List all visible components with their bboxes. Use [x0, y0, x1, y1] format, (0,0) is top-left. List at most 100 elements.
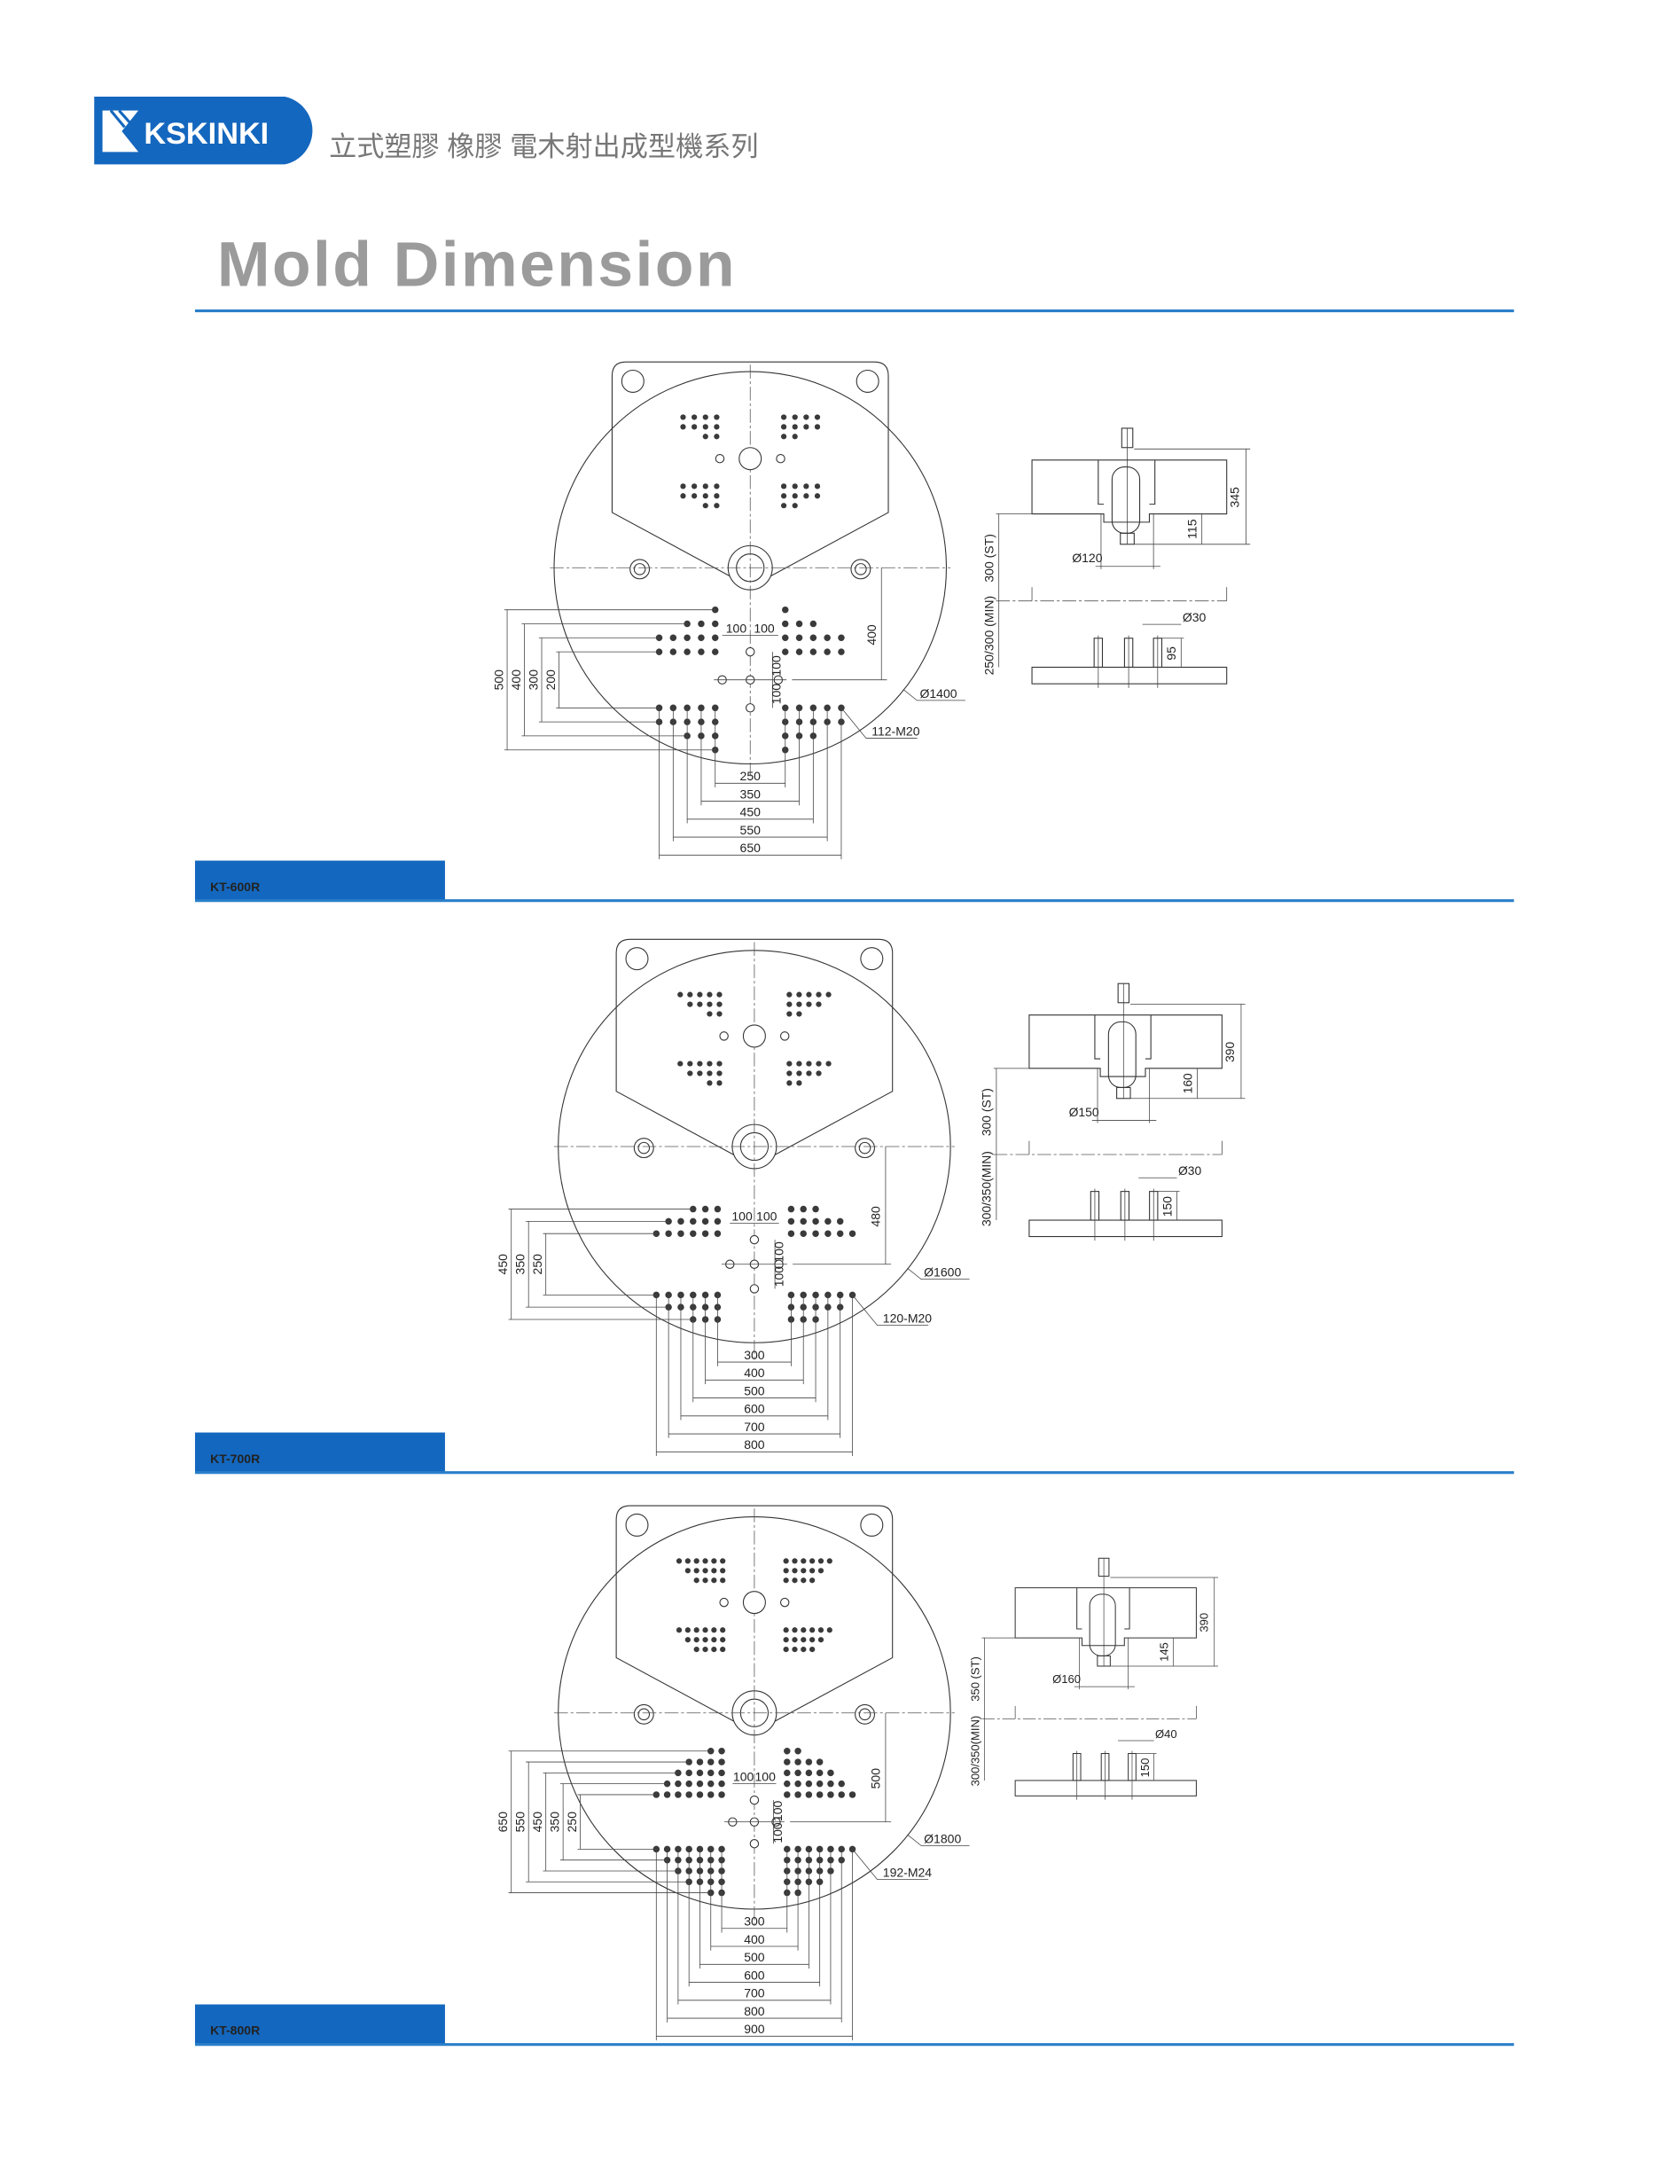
upper-mount-hole	[780, 503, 787, 509]
page-title: Mold Dimension	[217, 229, 737, 300]
mold-mount-hole	[665, 1291, 672, 1299]
nozzle-depth-label: 160	[1180, 1073, 1194, 1093]
mold-mount-hole	[787, 1291, 795, 1299]
horizontal-dim-label: 250	[740, 769, 762, 783]
upper-platen	[1028, 1014, 1223, 1077]
upper-mount-hole	[806, 1061, 812, 1067]
series-subtitle: 立式塑膠 橡膠 電木射出成型機系列	[329, 131, 758, 162]
pin-height-label: 150	[1160, 1196, 1174, 1217]
upper-mount-hole	[783, 1627, 789, 1633]
upper-ejector-hole	[715, 453, 725, 464]
upper-mount-hole	[783, 1568, 789, 1574]
mold-mount-hole	[701, 1230, 709, 1237]
min-height-label: 250/300 (MIN)	[981, 596, 996, 676]
mold-mount-hole	[838, 648, 845, 655]
mold-mount-hole	[711, 648, 719, 655]
holes-leader	[840, 708, 918, 739]
upper-mount-hole	[786, 1070, 793, 1076]
upper-mount-hole	[707, 1061, 713, 1067]
vertical-dim-label: 350	[513, 1254, 527, 1275]
ejector-hole	[749, 1839, 760, 1849]
vertical-dim-label: 300	[526, 669, 540, 691]
nozzle-depth-label: 115	[1184, 519, 1199, 539]
upper-mount-hole	[792, 434, 798, 440]
upper-mount-hole	[720, 1627, 726, 1633]
mold-mount-hole	[805, 1780, 813, 1788]
upper-mount-hole	[692, 483, 698, 489]
tie-bar-hole-inner	[637, 1708, 651, 1721]
model-label-bar: KT-700R	[194, 1432, 1514, 1475]
upper-mount-hole	[825, 991, 832, 998]
mold-mount-hole	[669, 634, 677, 642]
upper-mount-hole	[697, 991, 703, 998]
upper-mount-hole	[720, 1637, 726, 1643]
mold-mount-hole	[707, 1769, 715, 1777]
vertical-dim-label: 400	[509, 669, 523, 691]
pin-dia-label: Ø30	[1178, 1163, 1202, 1178]
upper-mount-hole	[780, 414, 787, 420]
upper-mount-hole	[792, 1627, 798, 1633]
mold-mount-hole	[782, 606, 789, 614]
upper-mount-hole	[711, 1627, 717, 1633]
upper-mount-hole	[792, 1558, 798, 1564]
tie-bar-hole-inner	[858, 1141, 871, 1155]
hole-spec-label: 112-M20	[871, 724, 919, 738]
corner-hole	[621, 369, 645, 393]
upper-mount-hole	[792, 1646, 798, 1653]
upper-ejector-hole	[779, 1031, 790, 1041]
mold-ticks	[1031, 587, 1228, 601]
mold-mount-hole	[698, 648, 705, 655]
upper-mount-hole	[801, 1558, 807, 1564]
mold-mount-hole	[794, 1758, 801, 1765]
mold-mount-hole	[707, 1791, 715, 1798]
mold-mount-hole	[698, 634, 705, 642]
model-name: KT-800R	[210, 2024, 260, 2038]
mold-mount-hole	[812, 1291, 819, 1299]
mold-mount-hole	[714, 1205, 722, 1213]
mold-mount-hole	[707, 1758, 715, 1765]
mold-mount-hole	[714, 1291, 722, 1299]
mold-mount-hole	[836, 1217, 844, 1225]
upper-mount-hole	[697, 1070, 703, 1076]
upper-mount-hole	[826, 1627, 832, 1633]
model-label-background	[194, 1432, 445, 1473]
mold-mount-hole	[838, 1780, 845, 1788]
upper-mount-hole	[677, 991, 684, 998]
upper-mount-hole	[702, 414, 708, 420]
upper-mount-hole	[702, 483, 708, 489]
mold-mount-hole	[782, 620, 789, 628]
upper-ejector-hole	[776, 453, 785, 464]
model-label-background	[194, 2004, 445, 2045]
pitch-label: 100	[770, 1822, 785, 1843]
upper-mount-hole	[693, 1627, 699, 1633]
upper-mount-hole	[796, 991, 802, 998]
upper-mount-hole	[826, 1558, 832, 1564]
upper-mount-hole	[680, 424, 686, 430]
upper-mount-hole	[714, 483, 720, 489]
upper-mount-hole	[693, 1558, 699, 1564]
mold-mount-hole	[690, 1291, 697, 1299]
mold-ticks	[1028, 1140, 1223, 1155]
upper-mount-hole	[792, 424, 798, 430]
bore-label: Ø120	[1072, 551, 1102, 565]
upper-mount-hole	[680, 493, 686, 499]
mold-mount-hole	[812, 1217, 819, 1225]
upper-mount-hole	[680, 414, 686, 420]
upper-ejector-hole	[779, 1597, 790, 1608]
center-offset-label: 400	[864, 624, 879, 646]
upper-mount-hole	[809, 1637, 816, 1643]
upper-mount-hole	[687, 1061, 693, 1067]
tie-bar-hole-inner	[637, 1141, 651, 1155]
upper-mount-hole	[796, 1070, 802, 1076]
mold-mount-hole	[718, 1791, 725, 1798]
platen-diameter-label: Ø1800	[924, 1831, 961, 1845]
vertical-dim-label: 450	[496, 1254, 510, 1275]
upper-mount-hole	[702, 1568, 708, 1574]
mold-mount-hole	[784, 1758, 791, 1765]
upper-mount-hole	[716, 1070, 723, 1076]
upper-mount-hole	[687, 991, 693, 998]
